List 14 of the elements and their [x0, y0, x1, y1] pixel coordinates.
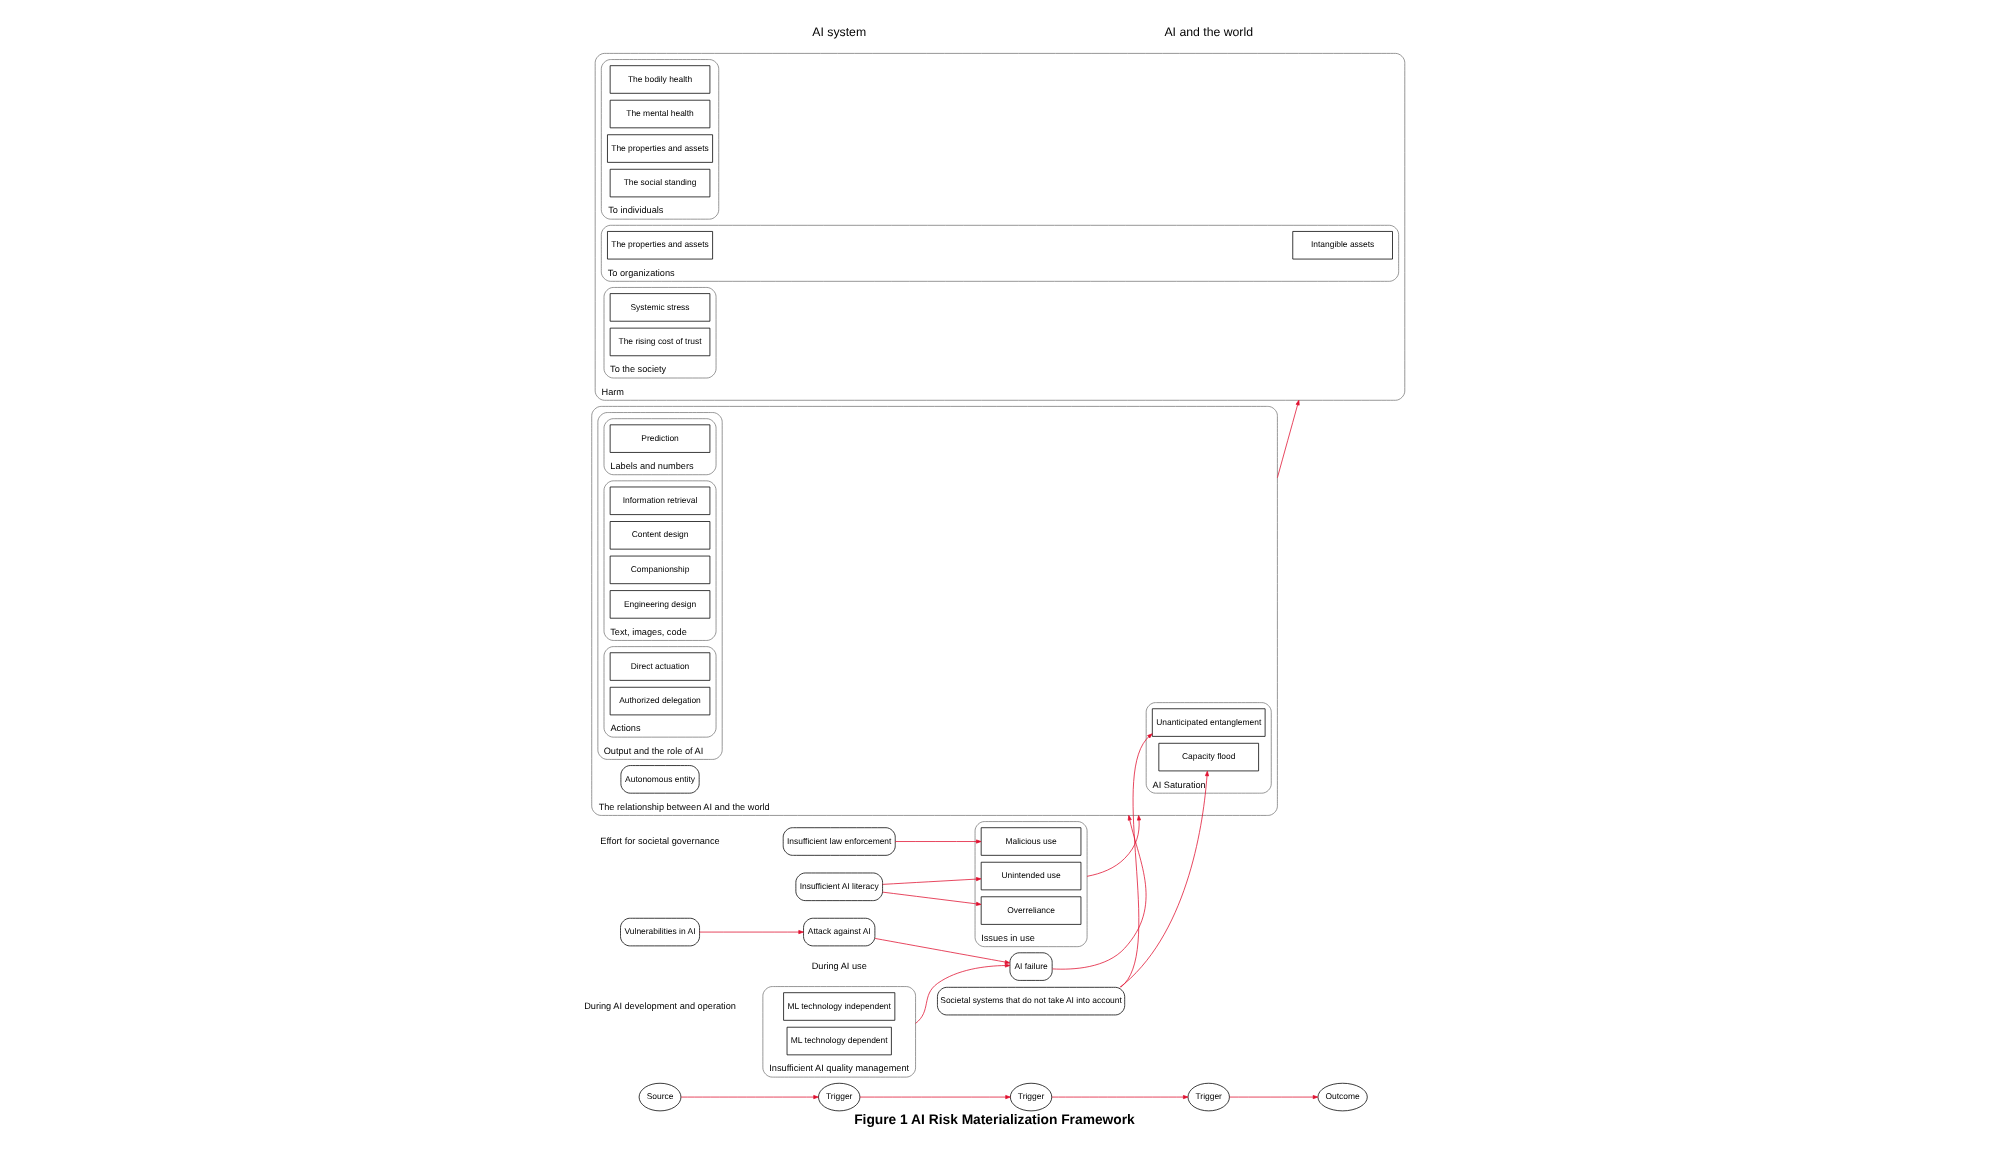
arrow — [882, 877, 982, 885]
arrow — [915, 963, 1011, 1024]
arrow — [874, 938, 1011, 965]
arrow — [680, 1095, 819, 1100]
arrow — [1120, 733, 1153, 988]
arrow — [1086, 815, 1142, 877]
arrow — [859, 1095, 1011, 1100]
arrow — [699, 930, 804, 935]
arrow — [1229, 1095, 1319, 1100]
arrow — [1051, 1095, 1189, 1100]
arrow — [894, 839, 982, 844]
arrow — [1277, 399, 1300, 479]
arrow — [1119, 770, 1209, 988]
arrow — [882, 891, 982, 906]
